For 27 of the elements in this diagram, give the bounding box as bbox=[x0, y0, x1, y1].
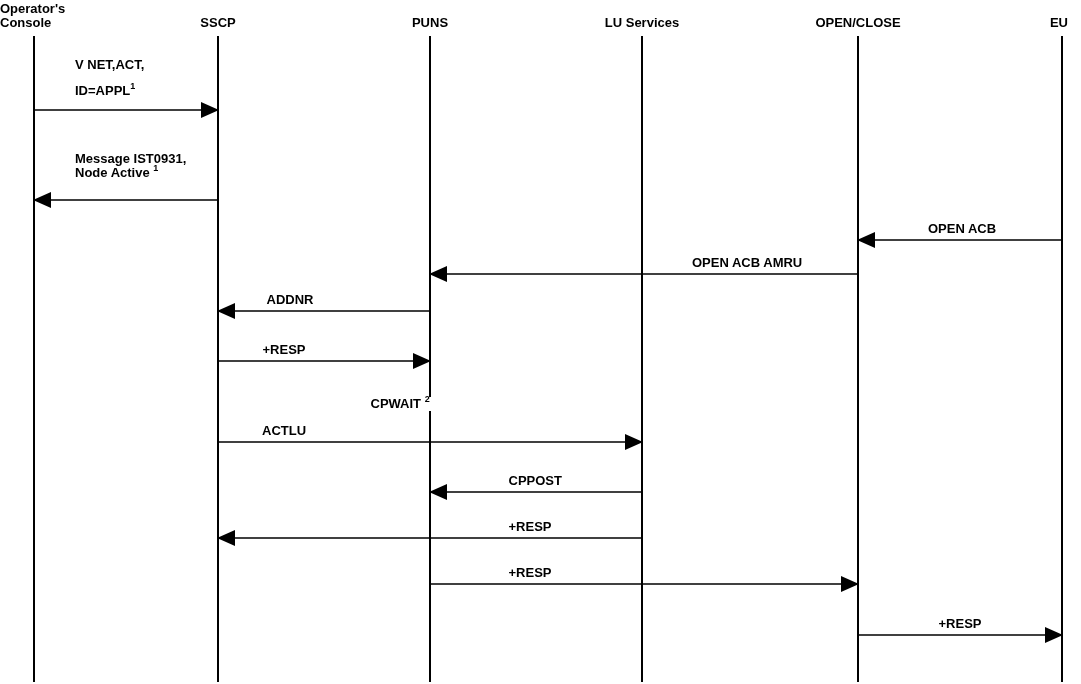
message-label: ACTLU bbox=[262, 424, 307, 438]
message-label: ADDNR bbox=[266, 293, 314, 307]
message-arrow bbox=[429, 576, 859, 592]
message-arrow bbox=[217, 353, 431, 369]
message-label: +RESP bbox=[508, 520, 552, 534]
participant-label: PUNS bbox=[410, 16, 450, 30]
message-arrow bbox=[33, 102, 219, 118]
message-arrow bbox=[33, 192, 219, 208]
message-arrow bbox=[857, 232, 1063, 248]
participant-label: Operator's Console bbox=[0, 2, 67, 30]
message-label: +RESP bbox=[262, 343, 306, 357]
message-arrow bbox=[857, 627, 1063, 643]
message-label: OPEN ACB AMRU bbox=[692, 256, 803, 270]
message-label: +RESP bbox=[508, 566, 552, 580]
participant-label: EU bbox=[1048, 16, 1068, 30]
message-arrow bbox=[217, 434, 643, 450]
participant-label: OPEN/CLOSE bbox=[814, 16, 902, 30]
note-label: CPWAIT $^{2}$ bbox=[368, 397, 432, 411]
message-arrow bbox=[217, 530, 643, 546]
message-arrow bbox=[217, 303, 431, 319]
message-label: CPPOST bbox=[508, 474, 562, 488]
message-label: OPEN ACB bbox=[928, 222, 997, 236]
participant-label: LU Services bbox=[603, 16, 681, 30]
message-arrow bbox=[429, 484, 643, 500]
participant-label: SSCP bbox=[199, 16, 237, 30]
message-label: +RESP bbox=[938, 617, 982, 631]
message-arrow bbox=[429, 266, 859, 282]
